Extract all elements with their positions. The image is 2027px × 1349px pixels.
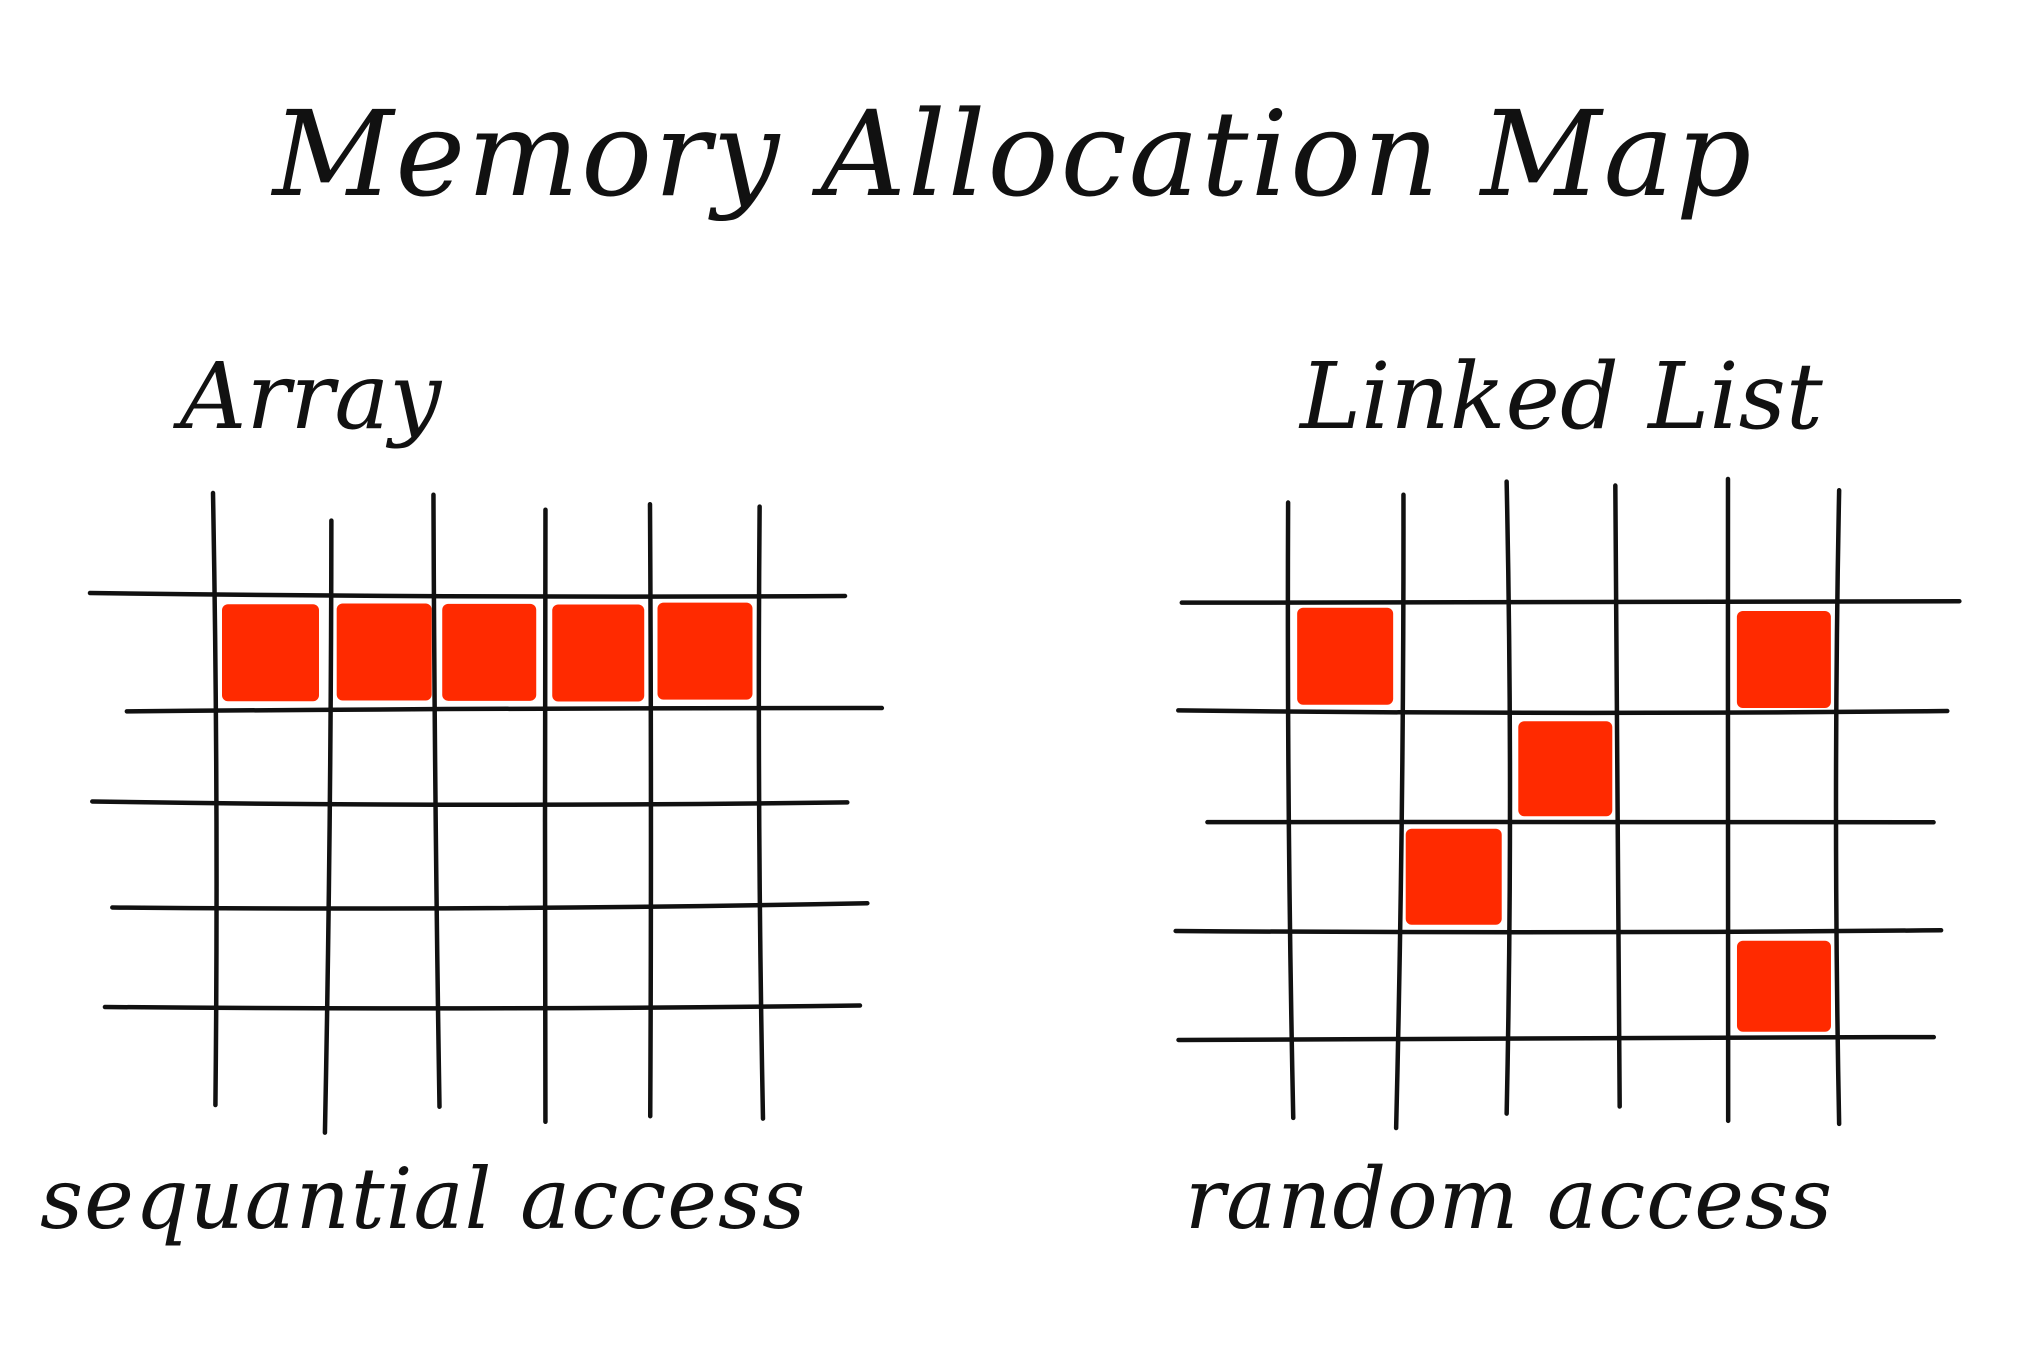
filled-memory-cell (1736, 940, 1831, 1032)
grid-vertical-line (1393, 492, 1406, 1131)
grid-horizontal-line (102, 1003, 863, 1011)
grid-horizontal-line (1179, 598, 1962, 605)
grid-horizontal-line (124, 705, 885, 714)
array-caption: sequantial access (40, 1150, 806, 1248)
filled-memory-cell (336, 603, 432, 701)
filled-memory-cell (1297, 607, 1394, 705)
diagram-title: Memory Allocation Map (271, 85, 1754, 223)
array-title: Array (172, 343, 442, 450)
filled-memory-cell (552, 604, 645, 702)
grid-horizontal-line (90, 799, 850, 808)
linked-list-grid (1173, 476, 1962, 1131)
filled-memory-cell (1736, 610, 1831, 708)
grid-horizontal-line (1176, 1034, 1937, 1043)
filled-memory-cell (657, 602, 753, 700)
array-panel: Array sequantial access (40, 343, 885, 1248)
filled-memory-cell (1518, 721, 1613, 817)
array-grid (87, 490, 885, 1135)
grid-vertical-line (1504, 479, 1513, 1116)
linked-list-cells (1297, 607, 1831, 1032)
array-cells (222, 602, 753, 702)
grid-horizontal-line (1173, 928, 1944, 935)
grid-vertical-line (1833, 488, 1842, 1127)
grid-vertical-line (756, 504, 766, 1121)
filled-memory-cell (442, 603, 537, 701)
grid-horizontal-line (87, 590, 848, 599)
grid-horizontal-line (110, 900, 870, 911)
linked-list-caption: random access (1185, 1150, 1833, 1248)
grid-horizontal-line (1176, 708, 1950, 716)
grid-vertical-line (1285, 500, 1296, 1121)
grid-vertical-line (647, 501, 654, 1119)
filled-memory-cell (1405, 828, 1502, 925)
grid-vertical-line (322, 518, 334, 1135)
linked-list-title: Linked List (1298, 343, 1824, 450)
grid-vertical-line (1613, 483, 1622, 1109)
grid-vertical-line (431, 492, 442, 1109)
grid-vertical-line (210, 490, 219, 1108)
filled-memory-cell (222, 604, 319, 702)
linked-list-panel: Linked List random access (1173, 343, 1962, 1248)
